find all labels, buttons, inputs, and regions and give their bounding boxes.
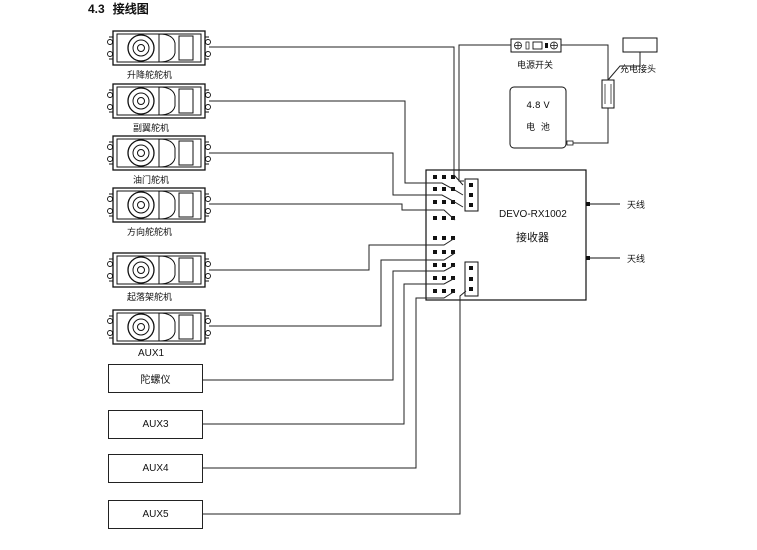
battery-voltage: 4.8 V <box>526 101 550 111</box>
servo-label-elevator: 升降舵舵机 <box>127 71 173 81</box>
section-title: 接线图 <box>112 2 149 16</box>
servo-label-aux1: AUX1 <box>138 348 165 359</box>
gyro-box: 陀螺仪 <box>108 364 203 393</box>
aux4-box: AUX4 <box>108 454 203 483</box>
charge-port-icon <box>622 37 658 53</box>
servo-label-aileron: 副翼舵机 <box>133 124 170 134</box>
charge-port-label: 充电接头 <box>620 65 657 75</box>
servo-label-gear: 起落架舵机 <box>127 293 173 303</box>
servo-label-throttle: 油门舵机 <box>133 176 170 186</box>
antenna-label-1: 天线 <box>627 201 646 211</box>
receiver-model: DEVO-RX1002 <box>499 209 567 220</box>
aux5-box: AUX5 <box>108 500 203 529</box>
servo-label-rudder: 方向舵舵机 <box>127 228 173 238</box>
servo-elevator-icon <box>106 30 212 66</box>
servo-throttle-icon <box>106 135 212 171</box>
section-number: 4.3 <box>88 2 105 16</box>
battery-pack-icon <box>509 86 567 149</box>
antenna-label-2: 天线 <box>627 255 646 265</box>
aux4-label: AUX4 <box>142 463 169 474</box>
servo-aux1-icon <box>106 309 212 345</box>
gyro-label: 陀螺仪 <box>140 375 171 386</box>
servo-gear-icon <box>106 252 212 288</box>
power-wires <box>458 44 641 182</box>
antenna-wires <box>586 203 620 259</box>
receiver-pin-header <box>433 175 455 293</box>
servo-rudder-icon <box>106 187 212 223</box>
aux3-box: AUX3 <box>108 410 203 439</box>
aux5-label: AUX5 <box>142 509 169 520</box>
section-heading: 4.3 接线图 <box>88 0 149 17</box>
battery-plug-icon <box>601 79 615 109</box>
servo-aileron-icon <box>106 83 212 119</box>
power-switch-label: 电源开关 <box>517 61 554 71</box>
receiver-name: 接收器 <box>516 231 549 244</box>
aux3-label: AUX3 <box>142 419 169 430</box>
battery-name: 电 池 <box>526 123 550 133</box>
